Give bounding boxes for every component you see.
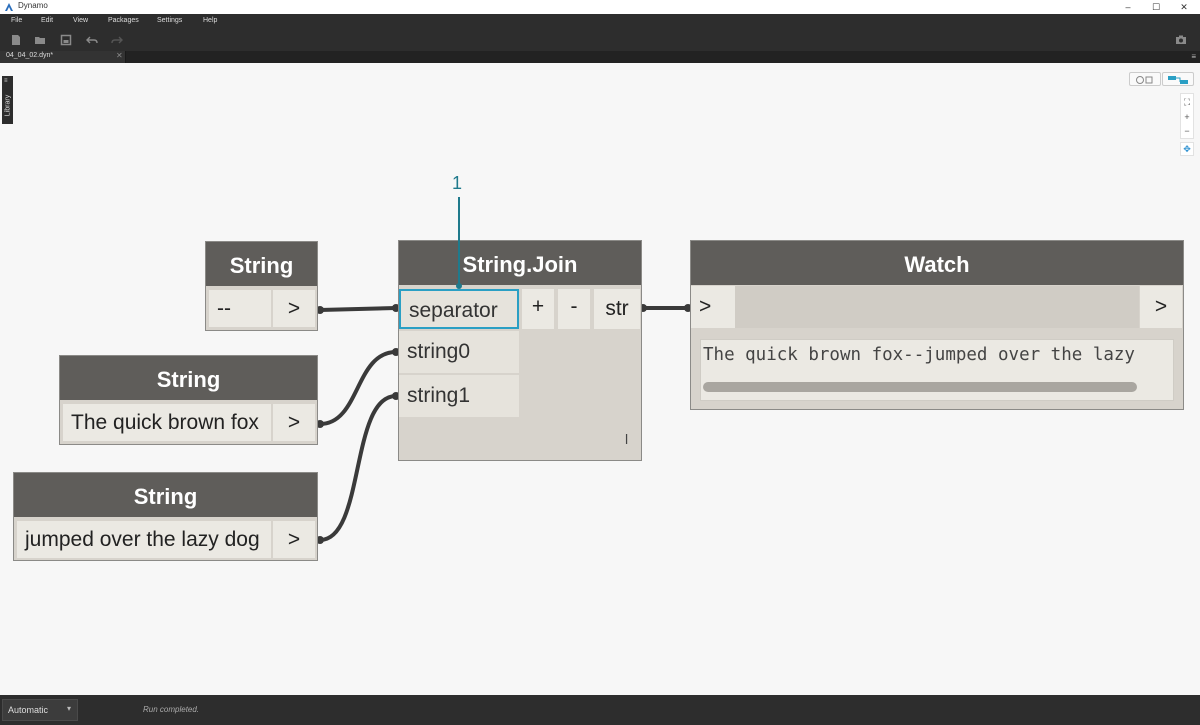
string-node-dog[interactable]: String jumped over the lazy dog >: [13, 472, 318, 561]
node-title: Watch: [691, 241, 1183, 285]
node-title: String: [206, 242, 317, 286]
menu-view[interactable]: View: [73, 17, 89, 24]
wire-separator: [319, 306, 397, 312]
watch-output-text: The quick brown fox--jumped over the laz…: [703, 345, 1135, 365]
save-icon[interactable]: [60, 34, 72, 46]
remove-input-button[interactable]: -: [558, 289, 590, 329]
window-title: Dynamo: [18, 1, 48, 10]
port-dot-fox-out: [316, 420, 324, 428]
undo-icon[interactable]: [86, 34, 98, 46]
output-port[interactable]: >: [273, 521, 315, 558]
string-value-field[interactable]: The quick brown fox: [63, 404, 271, 441]
string-value-field[interactable]: --: [209, 290, 271, 327]
menu-bar: File Edit View Packages Settings Help: [0, 14, 1200, 30]
zoom-in-icon[interactable]: +: [1184, 112, 1190, 122]
open-file-icon[interactable]: [34, 34, 46, 46]
menu-packages[interactable]: Packages: [108, 17, 139, 24]
zoom-controls: ⛶ + −: [1180, 93, 1194, 139]
add-input-button[interactable]: +: [522, 289, 554, 329]
input-port-separator[interactable]: separator: [399, 289, 519, 329]
output-port[interactable]: >: [273, 290, 315, 327]
minimize-button[interactable]: –: [1125, 2, 1131, 12]
tab-overflow-icon[interactable]: ≡: [1191, 52, 1196, 61]
chevron-down-icon: ▾: [67, 704, 72, 713]
wire-string1: [319, 394, 397, 542]
input-port-string0[interactable]: string0: [399, 331, 519, 373]
zoom-out-icon[interactable]: −: [1184, 126, 1190, 136]
node-title: String: [60, 356, 317, 400]
port-dot-dog-out: [316, 536, 324, 544]
wire-string0: [319, 350, 397, 426]
tab-close-icon[interactable]: ✕: [116, 51, 123, 60]
dynamo-logo-icon: [5, 3, 13, 11]
graph-view-icon: [1168, 76, 1188, 84]
node-title: String.Join: [399, 241, 641, 285]
camera-icon[interactable]: [1175, 34, 1187, 46]
geometry-view-button[interactable]: [1129, 72, 1161, 86]
annotation-marker: [456, 283, 462, 289]
menu-help[interactable]: Help: [203, 17, 218, 24]
wires-layer: [316, 304, 692, 544]
zoom-fit-icon[interactable]: ⛶: [1183, 97, 1191, 107]
port-dot-separator-out: [316, 306, 324, 314]
watch-node[interactable]: Watch > > The quick brown fox--jumped ov…: [690, 240, 1184, 410]
lacing-indicator[interactable]: l: [625, 431, 629, 447]
watch-input-port[interactable]: >: [691, 286, 735, 328]
watch-port-bar: [735, 286, 1139, 328]
workspace-canvas[interactable]: ≡ Library ⛶ + − ✥: [0, 63, 1200, 695]
node-title: String: [14, 473, 317, 517]
close-window-button[interactable]: ✕: [1180, 2, 1188, 12]
watch-output-area[interactable]: The quick brown fox--jumped over the laz…: [700, 339, 1174, 401]
maximize-button[interactable]: ☐: [1151, 2, 1161, 12]
graph-view-button[interactable]: [1162, 72, 1194, 86]
tab-label: 04_04_02.dyn*: [6, 52, 54, 59]
library-expand-icon: ≡: [4, 78, 8, 84]
tab-strip: 04_04_02.dyn* ✕ ≡: [0, 51, 1200, 63]
library-toggle[interactable]: ≡ Library: [2, 76, 13, 124]
menu-settings[interactable]: Settings: [157, 17, 183, 24]
annotation-line: [458, 197, 460, 285]
new-file-icon[interactable]: [10, 34, 22, 46]
status-bar: Automatic ▾ Run completed.: [0, 695, 1200, 725]
title-bar: Dynamo – ☐ ✕: [0, 0, 1200, 14]
run-mode-label: Automatic: [8, 705, 49, 715]
string-node-separator[interactable]: String -- >: [205, 241, 318, 331]
geometry-view-icon: [1136, 76, 1153, 84]
status-text: Run completed.: [143, 705, 200, 714]
annotation-label: 1: [452, 173, 463, 193]
watch-output-port[interactable]: >: [1140, 286, 1182, 328]
menu-edit[interactable]: Edit: [41, 17, 54, 24]
string-join-node[interactable]: String.Join separator string0 string1 + …: [398, 240, 642, 461]
string-node-fox[interactable]: String The quick brown fox >: [59, 355, 318, 445]
tab-workspace[interactable]: 04_04_02.dyn* ✕: [0, 51, 126, 63]
toolbar: [0, 30, 1200, 51]
output-port[interactable]: >: [273, 404, 315, 441]
run-mode-dropdown[interactable]: Automatic ▾: [2, 699, 78, 721]
redo-icon[interactable]: [111, 34, 123, 46]
string-value-field[interactable]: jumped over the lazy dog: [17, 521, 271, 558]
input-port-string1[interactable]: string1: [399, 375, 519, 417]
view-mode-toggle: [1129, 72, 1194, 86]
menu-file[interactable]: File: [11, 17, 23, 24]
output-port-str[interactable]: str: [594, 289, 640, 329]
pan-icon[interactable]: ✥: [1180, 142, 1194, 156]
watch-horizontal-scrollbar[interactable]: [703, 382, 1137, 392]
